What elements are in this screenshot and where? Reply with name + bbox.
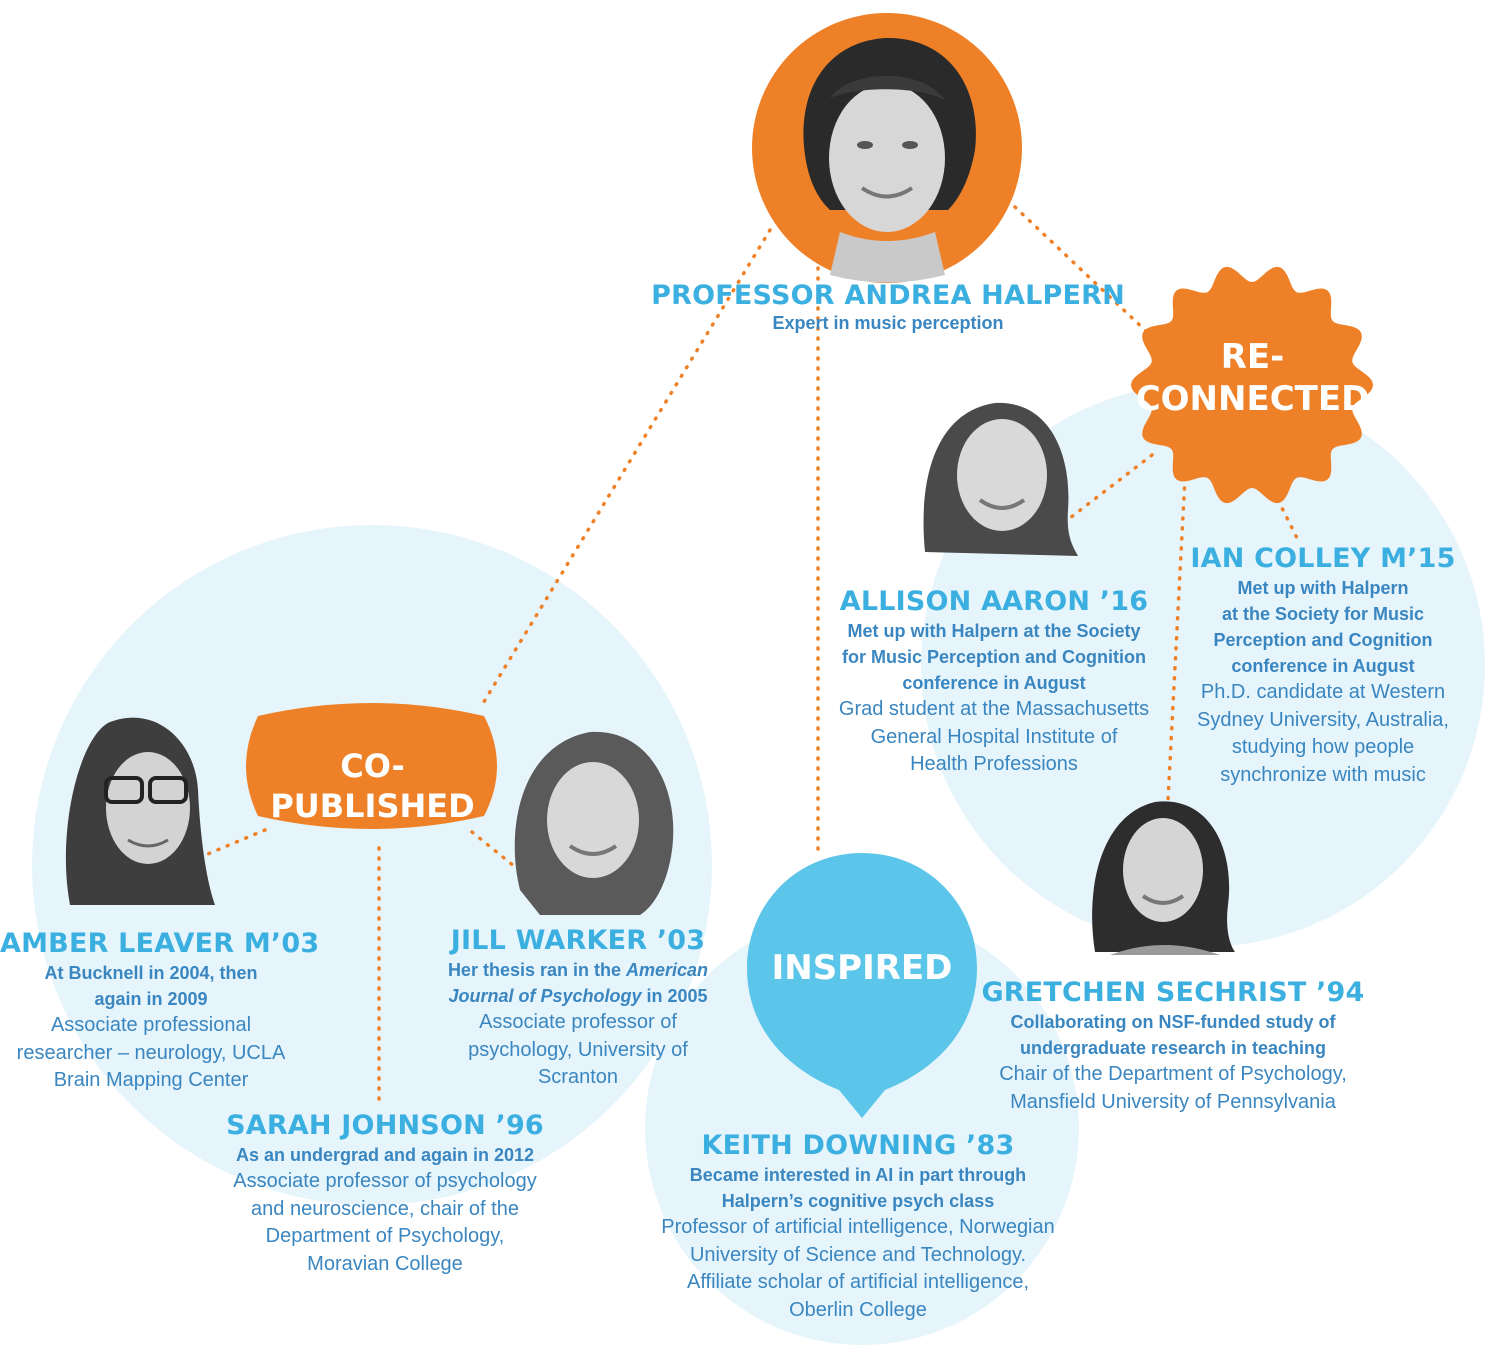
reconnected-label: RE- CONNECTED [1130,336,1375,420]
amber-role-line1: Associate professional [50,1014,252,1036]
sarah-role-line4: Moravian College [307,1252,463,1275]
ian-role-line2: Sydney University, Australia, [1197,708,1449,731]
amber-note-line2: again in 2009 [94,989,208,1009]
sarah-caption: SARAH JOHNSON ’96 As an undergrad and ag… [210,1110,560,1278]
connector-lines [201,205,1300,1102]
keith-role-line3: Affiliate scholar of artificial intellig… [686,1271,1030,1293]
copublished-badge [246,703,497,829]
allison-name: ALLISON AARON ’16 [839,586,1149,617]
allison-note-line3: conference in August [902,673,1086,693]
allison-role-line1: Grad student at the Massachusetts [838,698,1150,720]
copublished-label: CO-PUBLISHED [270,747,475,825]
allison-role-line2: General Hospital Institute of [870,725,1118,748]
allison-note-line1: Met up with Halpern at the Society [847,621,1141,641]
ian-role-line1: Ph.D. candidate at Western [1200,681,1446,703]
keith-note-line2: Halpern’s cognitive psych class [721,1191,995,1211]
gretchen-note-line2: undergraduate research in teaching [1019,1038,1327,1058]
jill-portrait [514,731,674,915]
copublished-group-circle [32,525,712,1205]
gretchen-portrait [1092,801,1235,955]
amber-caption: AMBER LEAVER M’03 At Bucknell in 2004, t… [0,928,320,1095]
jill-note-line2: Journal of Psychology in 2005 [448,986,708,1006]
keith-note-line1: Became interested in AI in part through [689,1165,1027,1185]
gretchen-name: GRETCHEN SECHRIST ’94 [981,977,1365,1008]
ian-role-line3: studying how people [1231,736,1415,758]
halpern-portrait [752,13,1022,283]
halpern-subtitle: Expert in music perception [772,313,1004,333]
inspired-group-circle [645,911,1079,1345]
ian-note-line2: at the Society for Music [1221,604,1425,624]
jill-role-line3: Scranton [537,1066,619,1088]
sarah-role-line2: and neuroscience, chair of the [251,1197,519,1220]
amber-name: AMBER LEAVER M’03 [0,928,320,959]
amber-note-line1: At Bucknell in 2004, then [44,963,258,983]
allison-caption: ALLISON AARON ’16 Met up with Halpern at… [818,586,1170,779]
sarah-name: SARAH JOHNSON ’96 [226,1110,544,1141]
allison-role-line3: Health Professions [910,753,1078,775]
halpern-name: PROFESSOR ANDREA HALPERN [651,280,1125,311]
jill-note-line1: Her thesis ran in the American [447,960,709,980]
jill-role-line1: Associate professor of [479,1011,677,1033]
allison-note-line2: for Music Perception and Cognition [841,647,1146,667]
ian-role-line4: synchronize with music [1220,763,1426,786]
amber-portrait [65,717,216,905]
amber-role-line3: Brain Mapping Center [53,1069,249,1091]
jill-caption: JILL WARKER ’03 Her thesis ran in the Am… [428,925,728,1092]
inspired-badge [747,853,977,1118]
connector-reconnected-gretchen [1166,476,1187,802]
ian-note-line1: Met up with Halpern [1237,578,1409,598]
connector-copublished-jill [470,830,527,877]
gretchen-role-line2: Mansfield University of Pennsylvania [1010,1090,1336,1113]
ian-note-line3: Perception and Cognition [1213,630,1433,650]
gretchen-role-line1: Chair of the Department of Psychology, [999,1063,1347,1085]
ian-note-line4: conference in August [1231,656,1415,676]
keith-name: KEITH DOWNING ’83 [701,1130,1015,1161]
connector-halpern-reconnected [1013,205,1150,335]
sarah-note-line1: As an undergrad and again in 2012 [235,1145,535,1165]
keith-caption: KEITH DOWNING ’83 Became interested in A… [628,1130,1088,1324]
keith-role-line2: University of Science and Technology. [689,1243,1027,1266]
reconnected-label-line1: RE- [1220,337,1285,377]
sarah-role-line3: Department of Psychology, [265,1225,505,1247]
connector-copublished-amber [201,828,267,858]
ian-caption: IAN COLLEY M’15 Met up with Halpern at t… [1178,543,1468,789]
gretchen-caption: GRETCHEN SECHRIST ’94 Collaborating on N… [978,977,1368,1116]
amber-role-line2: researcher – neurology, UCLA [16,1041,286,1064]
connector-reconnected-ian [1276,498,1300,542]
ian-name: IAN COLLEY M’15 [1190,543,1456,574]
reconnected-badge [1131,266,1373,504]
keith-role-line4: Oberlin College [789,1298,927,1321]
reconnected-label-line2: CONNECTED [1135,379,1370,419]
connector-reconnected-allison [1068,453,1154,520]
keith-role-line1: Professor of artificial intelligence, No… [661,1216,1055,1238]
jill-role-line2: psychology, University of [468,1038,688,1061]
jill-name: JILL WARKER ’03 [450,925,706,956]
allison-portrait [923,402,1078,556]
halpern-caption: PROFESSOR ANDREA HALPERN Expert in music… [648,280,1128,336]
inspired-label: INSPIRED [771,948,953,988]
sarah-role-line1: Associate professor of psychology [233,1170,537,1192]
connector-halpern-copublished [480,228,772,707]
gretchen-note-line1: Collaborating on NSF-funded study of [1010,1012,1336,1032]
